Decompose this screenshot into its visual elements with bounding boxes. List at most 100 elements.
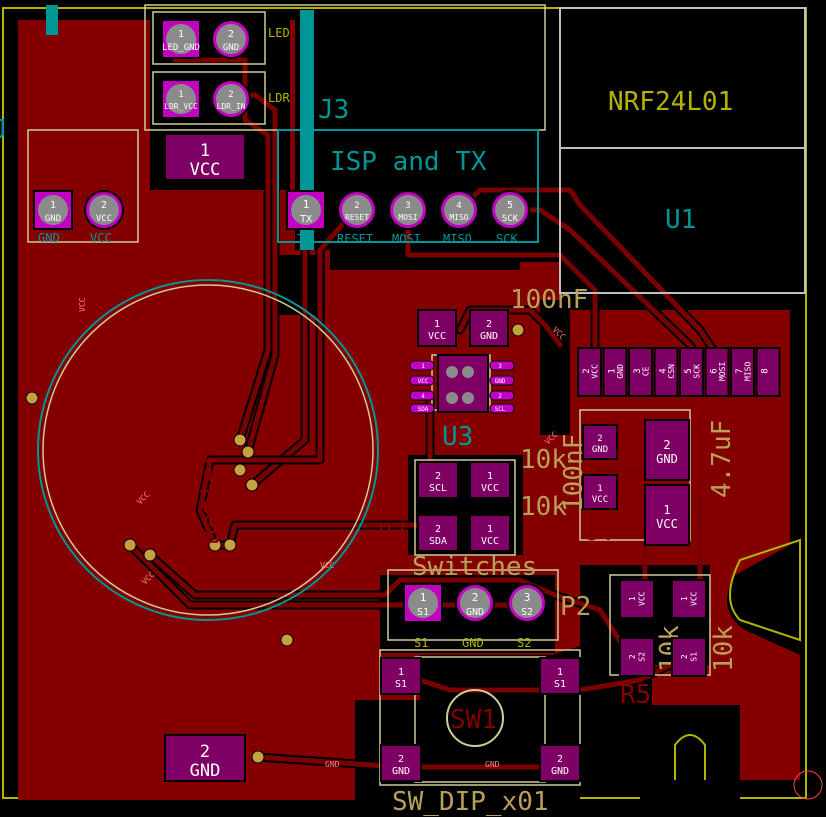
thermal-via: [462, 392, 474, 404]
pad-label: 4: [659, 368, 669, 373]
switches-label: Switches: [412, 552, 537, 582]
value-labels: ISP and TX NRF24L01 U1 U3 J3 J 100nF 10k…: [0, 87, 739, 817]
via: [123, 538, 137, 552]
pad-label: 1: [487, 471, 493, 482]
j-partial-label: J: [0, 115, 8, 145]
pad-label: 1: [608, 368, 618, 373]
u3-label: U3: [442, 422, 473, 452]
pad-sw1_1a: 1S1: [380, 657, 422, 695]
via: [241, 445, 255, 459]
via: [511, 323, 525, 337]
via: [208, 538, 222, 552]
pad-label: 4: [456, 201, 461, 211]
pad-label: VCC: [656, 517, 678, 531]
drill-hole: [393, 195, 423, 225]
pad-label: LDR_VCC: [164, 102, 198, 111]
pad-label: MOSI: [718, 362, 727, 381]
u3-body: [437, 354, 489, 413]
pad-label: S1: [689, 652, 698, 662]
pad-label: 5: [684, 368, 694, 373]
pad-shape: [164, 734, 246, 782]
pad-label: SCK: [502, 214, 519, 224]
net-gnd: GND: [325, 760, 340, 769]
pad-label: 2: [228, 90, 233, 100]
pad-sw_1: 1S1: [403, 583, 443, 623]
trace: [249, 207, 308, 488]
pad-label: 1: [680, 596, 689, 601]
pad-label: 1: [628, 596, 637, 601]
nrf-pin: [628, 347, 653, 397]
j3-label: J3: [318, 95, 349, 125]
u3-pin: [409, 375, 435, 386]
pad-label: 2: [680, 654, 689, 659]
isp-label: ISP and TX: [330, 147, 487, 177]
via: [25, 391, 39, 405]
pads-layer: 1LED_GND2GND1LDR_VCC2LDR_IN1VCC2GND1GND2…: [33, 19, 781, 782]
ref-bt1: BT1: [70, 672, 117, 702]
pad-shape: [619, 637, 655, 677]
pad-label: 4: [421, 393, 425, 400]
u3-pin: [489, 360, 515, 371]
j3-silk-reset: RESET: [337, 232, 373, 246]
pad-label: 2: [354, 201, 359, 211]
pad-label: 1: [178, 90, 183, 100]
pad-label: SCK: [693, 364, 702, 379]
pad-label: SCL: [429, 483, 447, 494]
nrf-pin: [577, 347, 602, 397]
pad-label: LDR_IN: [217, 102, 246, 111]
pad-label: 1: [178, 29, 184, 40]
pad-label: 2: [200, 742, 210, 762]
u1-label: U1: [665, 205, 696, 235]
drill-hole: [89, 195, 119, 225]
trace: [197, 207, 423, 548]
j3-silk-tx: TX: [297, 232, 312, 246]
pad-label: 8: [761, 368, 771, 373]
nrf-pin: [730, 347, 755, 397]
drill-hole: [166, 24, 196, 54]
pad-label: S1: [417, 607, 429, 618]
pad-shape: [619, 579, 655, 619]
pad-shape: [469, 309, 509, 347]
nrf-pin: [679, 347, 704, 397]
net-gnd: GND: [485, 760, 500, 769]
pad-label: LED_GND: [162, 43, 200, 53]
pad-label: GND: [592, 445, 608, 455]
drill-hole: [38, 195, 68, 225]
pad-label: 2: [472, 591, 479, 604]
pad-shape: [380, 657, 422, 695]
pad-label: S2: [637, 652, 646, 662]
pad-label: VCC: [190, 160, 221, 180]
pad-sw1_1b: 1S1: [539, 657, 581, 695]
pad-label: 2: [398, 754, 404, 765]
via: [280, 633, 294, 647]
ref-c4: C4: [582, 517, 613, 547]
pad-label: SDA: [418, 406, 429, 413]
drill-hole: [460, 588, 490, 618]
via-group: [25, 323, 525, 764]
pad-shape: [644, 419, 690, 481]
pad-j3_1: 1TX: [286, 190, 326, 230]
pad-label: 3: [405, 201, 410, 211]
sw-silk-s2: S2: [517, 636, 531, 650]
pad-shape: [671, 579, 707, 619]
pad-label: GND: [616, 364, 625, 379]
drill-hole: [216, 24, 246, 54]
reference-labels: LED J1 R3 LDR Power BT1 Battery_Cell R8 …: [38, 32, 703, 710]
pad-label: 1: [487, 524, 493, 535]
pad-label: MISO: [744, 362, 753, 381]
pad-label: VCC: [481, 483, 499, 494]
pad-label: MISO: [449, 213, 468, 222]
